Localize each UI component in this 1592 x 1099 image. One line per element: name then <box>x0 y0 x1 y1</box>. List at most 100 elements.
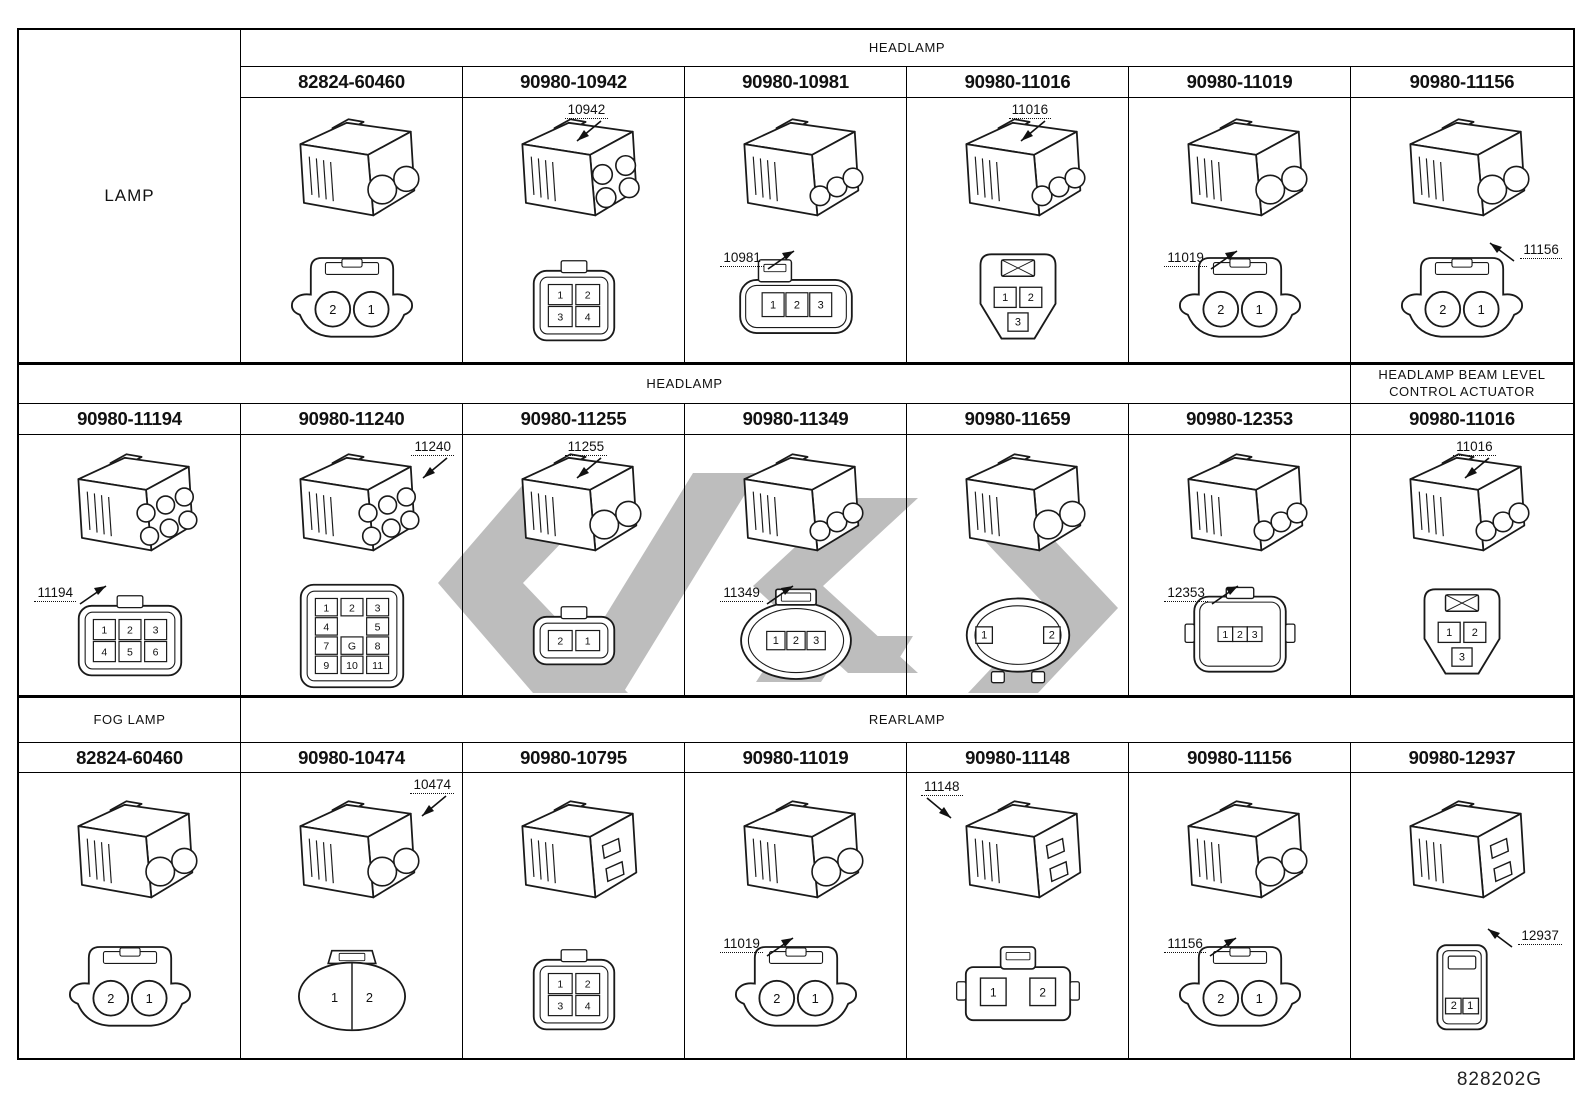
part-number: 90980-11016 <box>1351 404 1573 435</box>
callout-arrow-icon <box>1209 937 1237 957</box>
svg-text:1: 1 <box>557 979 563 991</box>
svg-text:1: 1 <box>331 990 338 1005</box>
svg-text:5: 5 <box>374 621 380 633</box>
connector-isometric-drawing <box>742 453 864 552</box>
callout: 11156 <box>1480 235 1562 265</box>
connector-isometric-drawing <box>298 118 420 216</box>
callout-arrow-icon <box>767 250 795 270</box>
connector-isometric-drawing <box>1409 800 1526 898</box>
part-number: 90980-11194 <box>19 404 241 435</box>
svg-text:6: 6 <box>152 646 158 658</box>
connector-isometric-drawing <box>520 800 637 898</box>
callout-arrow-icon <box>421 795 447 817</box>
connector-isometric-drawing <box>76 800 198 898</box>
callout: 11016 <box>1008 102 1052 149</box>
callout: 11349 <box>720 578 803 608</box>
svg-text:2: 2 <box>329 302 336 317</box>
part-number: 90980-10981 <box>685 67 907 98</box>
connector-isometric-drawing <box>298 800 420 898</box>
svg-text:3: 3 <box>374 602 380 614</box>
connector-isometric-drawing <box>964 453 1086 552</box>
svg-text:3: 3 <box>1459 651 1465 663</box>
callout: 11016 <box>1453 439 1496 486</box>
svg-text:2: 2 <box>584 290 590 302</box>
svg-text:1: 1 <box>101 624 107 636</box>
svg-text:G: G <box>347 640 355 652</box>
svg-text:3: 3 <box>1251 628 1257 640</box>
connector-isometric-drawing <box>742 118 864 216</box>
callout-number: 11016 <box>1008 102 1052 119</box>
connector-isometric-drawing <box>520 453 642 552</box>
callout-arrow-icon <box>79 585 107 605</box>
callout: 10474 <box>410 777 454 824</box>
svg-text:2: 2 <box>792 635 798 647</box>
callout-arrow-icon <box>766 585 794 605</box>
svg-text:8: 8 <box>374 640 380 652</box>
part-number: 90980-10942 <box>463 67 685 98</box>
part-number: 90980-10795 <box>463 743 685 773</box>
section-header: REARLAMP <box>241 698 1573 743</box>
svg-text:3: 3 <box>813 635 819 647</box>
svg-text:1: 1 <box>1478 302 1485 317</box>
part-number: 82824-60460 <box>241 67 463 98</box>
svg-text:1: 1 <box>1222 628 1228 640</box>
svg-text:3: 3 <box>1014 317 1020 329</box>
svg-text:2: 2 <box>584 979 590 991</box>
connector-isometric-drawing <box>742 800 864 898</box>
svg-text:1: 1 <box>1467 1001 1473 1013</box>
svg-text:3: 3 <box>152 624 158 636</box>
svg-text:7: 7 <box>323 640 329 652</box>
callout-number: 11016 <box>1453 439 1496 456</box>
callout-arrow-icon <box>1487 928 1513 948</box>
callout-arrow-icon <box>766 937 794 957</box>
part-number: 90980-11016 <box>907 67 1129 98</box>
part-number: 90980-12353 <box>1129 404 1351 435</box>
section-header: HEADLAMP <box>19 365 1351 404</box>
section-side-label: LAMP <box>19 30 241 362</box>
callout-number: 11240 <box>411 439 454 456</box>
connector-isometric-drawing <box>1186 453 1308 552</box>
callout-arrow-icon <box>1210 250 1238 270</box>
callout: 12353 <box>1164 578 1248 608</box>
doc-code: 828202G <box>1456 1069 1542 1090</box>
section-header: HEADLAMP <box>241 30 1573 67</box>
connector-isometric-drawing <box>1409 453 1530 552</box>
section-header-line: HEADLAMP BEAM LEVEL <box>1378 367 1546 383</box>
callout-number: 11194 <box>34 585 77 602</box>
svg-text:1: 1 <box>1255 991 1262 1006</box>
callout: 10981 <box>720 243 804 273</box>
callout: 11194 <box>34 578 116 608</box>
connector-isometric-drawing <box>298 453 420 552</box>
svg-text:1: 1 <box>367 302 374 317</box>
callout-arrow-icon <box>1211 585 1239 605</box>
svg-text:4: 4 <box>101 646 107 658</box>
svg-text:11: 11 <box>372 660 383 672</box>
callout: 11148 <box>921 779 963 826</box>
callout-arrow-icon <box>576 120 602 142</box>
callout: 12937 <box>1478 921 1562 951</box>
section-header: FOG LAMP <box>19 698 241 743</box>
svg-text:2: 2 <box>1027 292 1033 304</box>
callout: 11156 <box>1164 930 1246 960</box>
part-number: 90980-11019 <box>685 743 907 773</box>
connector-isometric-drawing <box>1186 118 1308 216</box>
